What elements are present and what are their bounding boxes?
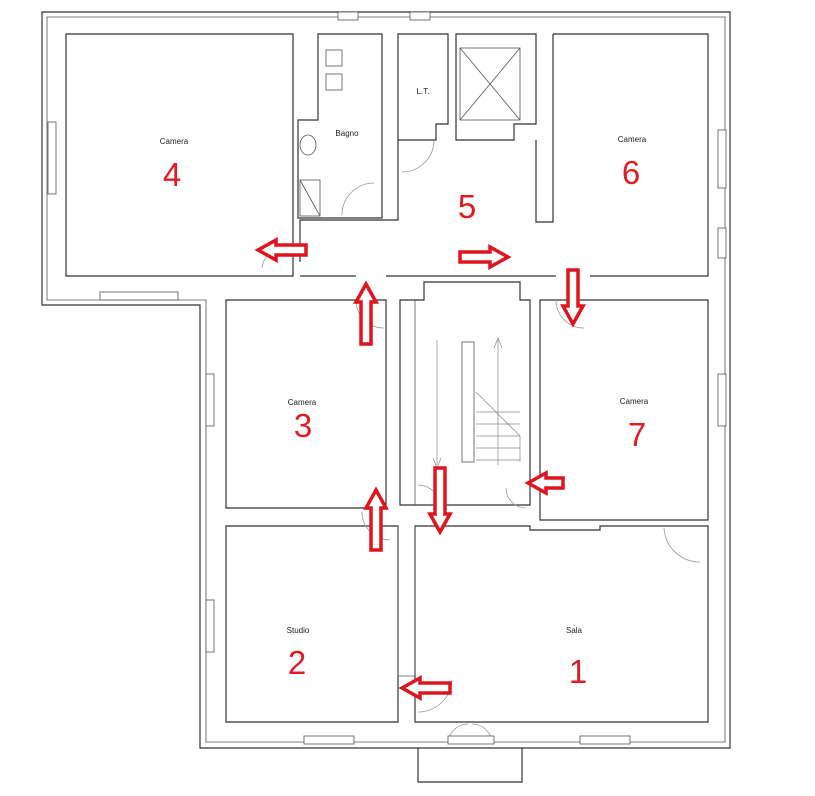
direction-arrows <box>254 237 586 701</box>
room-label-camera-6: Camera <box>618 135 647 144</box>
windows <box>47 11 727 745</box>
room-number-4: 4 <box>163 156 181 193</box>
arrow-up-from-room-2 <box>363 486 389 552</box>
room-numbers: 4 5 6 3 7 2 1 <box>163 154 646 690</box>
arrow-left-to-stairs <box>524 470 565 496</box>
room-label-lt: L.T. <box>417 87 430 96</box>
arrow-left-to-studio <box>398 675 452 701</box>
arrow-up-from-room-3 <box>353 280 379 346</box>
arrow-right-corridor <box>458 244 512 270</box>
room-number-7: 7 <box>628 416 646 453</box>
room-number-3: 3 <box>294 407 312 444</box>
arrow-down-to-room-6 <box>560 268 586 328</box>
bathroom-fixtures <box>299 49 343 217</box>
room-number-2: 2 <box>288 644 306 681</box>
room-label-camera-7: Camera <box>620 397 649 406</box>
room-number-6: 6 <box>622 154 640 191</box>
room-number-1: 1 <box>569 653 587 690</box>
room-label-bagno: Bagno <box>335 129 359 138</box>
room-number-5: 5 <box>458 188 476 225</box>
room-labels: Camera Bagno L.T. Camera Camera Camera S… <box>160 87 649 635</box>
arrow-down-to-sala <box>427 466 453 536</box>
room-label-camera-3: Camera <box>288 398 317 407</box>
room-label-studio: Studio <box>287 626 310 635</box>
arrow-left-to-room-4 <box>254 237 308 263</box>
outer-walls <box>41 11 731 783</box>
room-label-sala: Sala <box>566 626 583 635</box>
room-label-camera-4: Camera <box>160 137 189 146</box>
staircase <box>432 337 521 469</box>
